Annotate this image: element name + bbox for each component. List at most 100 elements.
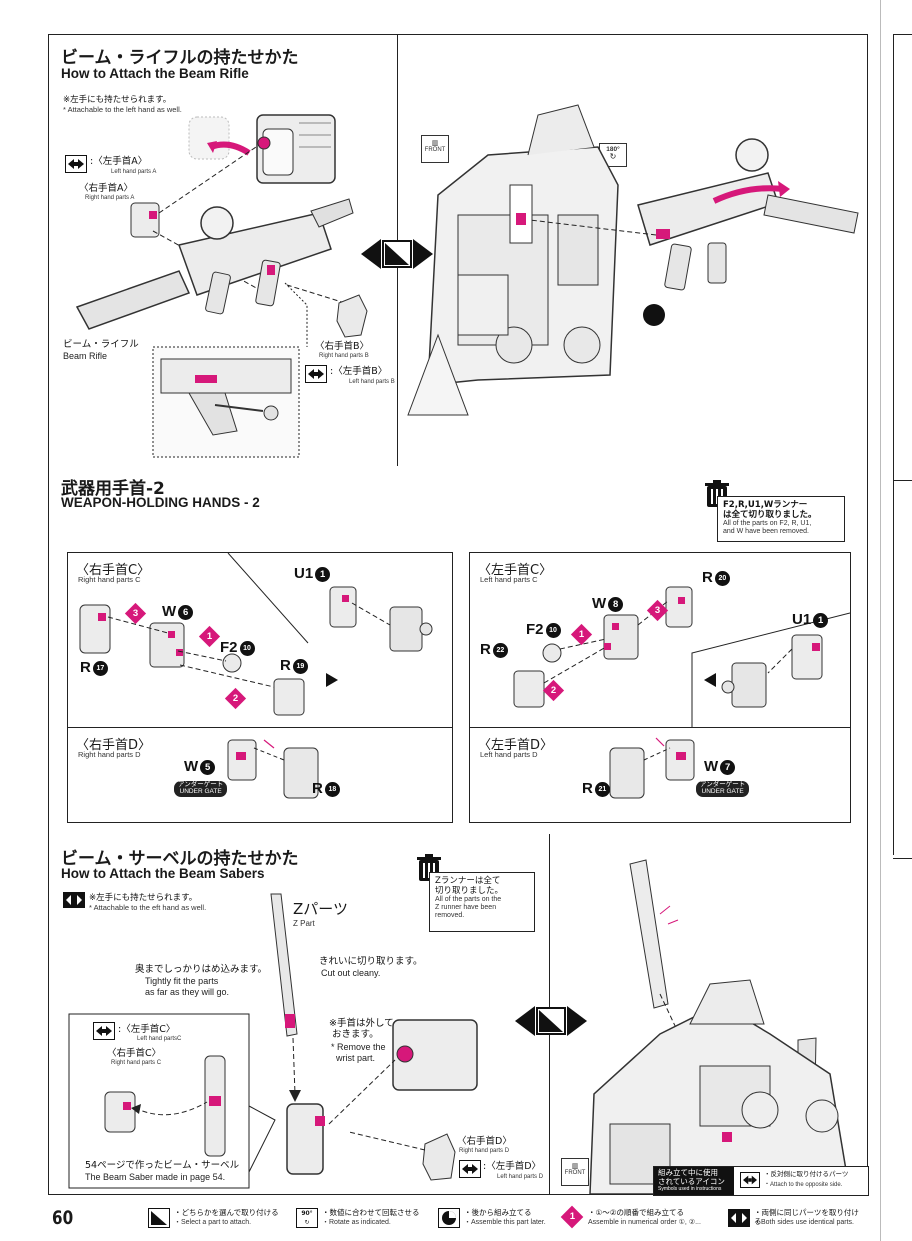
right-hand-d-label: 〈右手首D〉 (457, 1136, 512, 1147)
section-title-jp: 武器用手首-2 (61, 479, 165, 499)
section-title-en: How to Attach the Beam Rifle (61, 66, 249, 81)
saber-made-jp: 54ページで作ったビーム・サーベル (85, 1160, 240, 1171)
section-title-en: How to Attach the Beam Sabers (61, 866, 265, 881)
left-hand-d-en: Left hand parts D (497, 1174, 544, 1180)
right-hand-a-en: Right hand parts A (85, 195, 135, 201)
opposite-side-icon (459, 1160, 481, 1178)
footer-item-both-sides: ・両側に同じパーツを取り付ける ・Both sides use identica… (728, 1204, 866, 1232)
legend-title-jp: 組み立て中に使用 されているアイコン (658, 1168, 725, 1186)
step-2-marker: 2 (542, 679, 565, 702)
note-jp: ※左手にも持たせられます。 (63, 95, 172, 105)
opposite-side-icon (740, 1172, 760, 1188)
z-runner-removed-box: Zランナーは全て 切り取りました。 All of the parts on th… (429, 872, 535, 932)
right-hand-d-en: Right hand parts D (459, 1148, 510, 1154)
footer-item-later: ・後から組み立てる ・Assemble this part later. (438, 1204, 558, 1232)
footer-en: ・Select a part to attach. (174, 1219, 252, 1226)
saber-made-en: The Beam Saber made in page 54. (85, 1172, 226, 1182)
fit-note-jp: 奥までしっかりはめ込みます。 (135, 964, 268, 975)
icon-legend: 組み立て中に使用 されているアイコン Symbols used in instr… (653, 1166, 869, 1196)
left-hand-c-title: 〈左手首C〉 (478, 563, 553, 578)
step-1-marker: 1 (198, 625, 221, 648)
right-hand-d-title: 〈右手首D〉 (76, 738, 152, 753)
left-hand-d-illustration (609, 737, 695, 799)
wrist-note-jp: ※手首は外して おきます。 (329, 1018, 394, 1041)
note-en: * Attachable to the eft hand as well. (89, 903, 207, 912)
footer-item-select: ・どちらかを選んで取り付ける ・Select a part to attach. (148, 1204, 288, 1232)
footer-en: ・Assemble this part later. (464, 1219, 546, 1226)
left-hand-b-label: :〈左手首B〉 (330, 366, 388, 377)
step-1-marker: 1 (570, 623, 593, 646)
cut-note-en: Cut out cleany. (321, 968, 381, 978)
section-title-jp: ビーム・サーベルの持たせかた (61, 849, 299, 869)
select-part-icon (361, 239, 433, 269)
rifle-label-jp: ビーム・ライフル (63, 339, 139, 350)
select-part-icon (515, 1006, 587, 1036)
footer-en: ・Rotate as indicated. (322, 1219, 391, 1226)
right-hand-b-en: Right hand parts B (319, 353, 369, 359)
beam-saber-illustration (68, 893, 478, 1189)
right-hand-c-illustration (79, 553, 433, 716)
left-hand-a-en: Left hand parts A (111, 169, 157, 175)
left-hand-d-title: 〈左手首D〉 (478, 738, 554, 753)
step-2-marker: 2 (224, 687, 247, 710)
both-sides-icon (728, 1209, 750, 1227)
wrist-note-en: * Remove the wrist part. (331, 1042, 386, 1063)
section-weapon-hands-2: 武器用手首-2 WEAPON-HOLDING HANDS - 2 F2,R,U1… (48, 466, 868, 835)
rotate-icon: 90°↻ (296, 1208, 318, 1228)
page-number: 60 (52, 1207, 74, 1229)
left-hand-b-en: Left hand parts B (349, 379, 395, 385)
legend-opposite-jp: ・反対側に取り付けるパーツ (764, 1170, 849, 1178)
left-hand-c-en: Left hand partsC (137, 1036, 182, 1042)
order-icon: 1 (560, 1205, 584, 1229)
right-hand-d-illustration (227, 739, 319, 799)
right-hand-b-label: 〈右手首B〉 (315, 341, 370, 352)
opposite-side-icon (65, 155, 87, 173)
footer-legend: ・どちらかを選んで取り付ける ・Select a part to attach.… (148, 1204, 866, 1232)
footer-en: Assemble in numerical order ①, ②... (588, 1219, 701, 1226)
right-hand-c-label: 〈右手首C〉 (107, 1048, 162, 1059)
footer-item-order: 1 ・①〜②の順番で組み立てる Assemble in numerical or… (560, 1204, 726, 1232)
footer-jp: ・後から組み立てる (464, 1208, 532, 1217)
left-hand-d-label: :〈左手首D〉 (483, 1161, 542, 1172)
left-hand-c-illustration (513, 586, 850, 727)
front-icon: ▥ FRONT (421, 135, 449, 163)
next-page-edge (880, 0, 912, 1241)
footer-jp: ・両側に同じパーツを取り付ける (754, 1208, 859, 1226)
opposite-side-icon (305, 365, 327, 383)
robot-with-sabers-illustration (589, 859, 851, 1194)
opposite-side-icon (93, 1022, 115, 1040)
left-hand-c-subtitle: Left hand parts C (480, 575, 538, 584)
step-3-marker: 3 (646, 599, 669, 622)
both-sides-icon (63, 892, 85, 908)
right-hand-c-title: 〈右手首C〉 (76, 563, 151, 578)
note-jp: ※左手にも持たせられます。 (89, 893, 198, 903)
z-part-label: Zパーツ Z Part (293, 900, 348, 928)
cut-note-jp: きれいに切り取ります。 (319, 956, 423, 967)
fit-note-en: Tightly fit the parts as far as they wil… (145, 976, 230, 997)
rifle-label-en: Beam Rifle (63, 351, 108, 361)
front-icon: ▥ FRONT (561, 1158, 589, 1186)
right-hand-c-subtitle: Right hand parts C (78, 575, 141, 584)
robot-torso-illustration (407, 104, 859, 416)
runners-removed-box: F2,R,U1,Wランナー は全て切り取りました。 All of the par… (717, 496, 845, 542)
section-beam-rifle: ビーム・ライフルの持たせかた How to Attach the Beam Ri… (48, 34, 868, 468)
section-beam-sabers: ビーム・サーベルの持たせかた How to Attach the Beam Sa… (48, 834, 869, 1196)
select-icon (148, 1208, 170, 1228)
step-3-marker: 3 (124, 602, 147, 625)
